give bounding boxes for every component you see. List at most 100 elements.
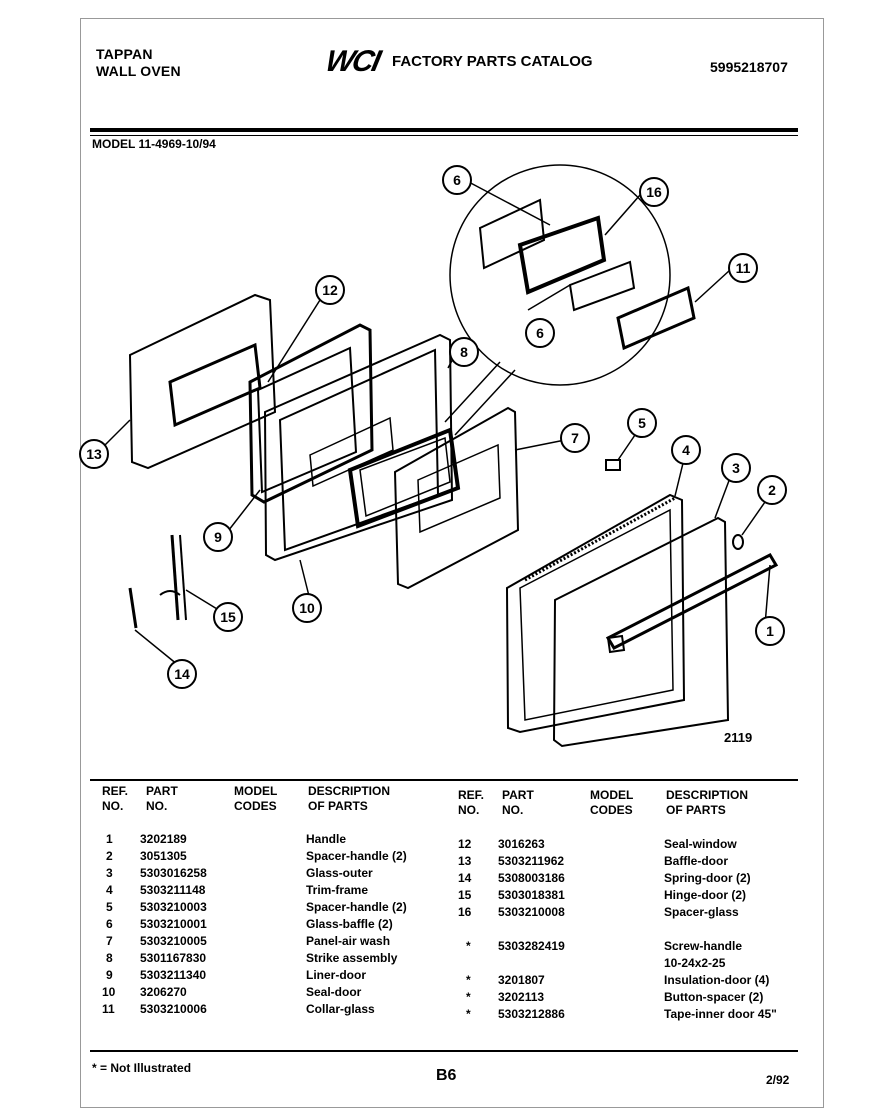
part-no: 5303018381 (498, 888, 565, 902)
part-no: 5303210008 (498, 905, 565, 919)
description: Hinge-door (2) (664, 888, 746, 902)
print-date: 2/92 (766, 1073, 790, 1087)
svg-text:3: 3 (732, 460, 740, 476)
glass-frame-stack (347, 427, 461, 529)
spacer-handle (732, 534, 744, 550)
callout-6b: 6 (525, 318, 555, 348)
description: 10-24x2-25 (664, 956, 726, 970)
ref-no: 7 (106, 934, 113, 948)
right-header-ref: REF. NO. (458, 788, 485, 817)
part-no: 5308003186 (498, 871, 565, 885)
svg-text:5: 5 (638, 415, 646, 431)
svg-text:11: 11 (736, 260, 751, 276)
glass-outer (552, 516, 730, 748)
ref-no: 3 (106, 866, 113, 880)
callout-14: 14 (167, 659, 197, 689)
description: Glass-baffle (2) (306, 917, 393, 931)
part-no: 3051305 (140, 849, 187, 863)
callout-2: 2 (757, 475, 787, 505)
description: Tape-inner door 45" (664, 1007, 777, 1021)
ref-no: 14 (458, 871, 472, 885)
spacer-handle-small (605, 459, 621, 471)
figure-number: 2119 (724, 730, 753, 745)
page-border (80, 18, 824, 1108)
ref-no: 6 (106, 917, 113, 931)
header-rule-thin (90, 135, 798, 136)
description: Handle (306, 832, 347, 846)
left-header-part: PART NO. (146, 784, 178, 813)
description: Strike assembly (306, 951, 398, 965)
right-header-desc: DESCRIPTION OF PARTS (666, 788, 749, 817)
ref-no: 13 (458, 854, 472, 868)
callout-11: 11 (728, 253, 758, 283)
part-no: 5303212886 (498, 1007, 565, 1021)
part-no: 5303211148 (140, 883, 206, 897)
part-no: 5303210001 (140, 917, 207, 931)
right-header-model: MODEL CODES (590, 788, 634, 817)
part-no: 5303210006 (140, 1002, 207, 1016)
callout-15: 15 (213, 602, 243, 632)
catalog-number: 5995218707 (710, 59, 788, 75)
detail-spacer-glass (517, 215, 607, 295)
ref-no: 15 (458, 888, 472, 902)
ref-no: * (466, 973, 471, 987)
baffle-door (128, 293, 277, 470)
ref-no: 10 (102, 985, 116, 999)
detail-magnifier-circle (449, 164, 671, 386)
part-no: 3201807 (498, 973, 545, 987)
trim-frame (505, 493, 686, 734)
callout-16: 16 (639, 177, 669, 207)
model-number: MODEL 11-4969-10/94 (92, 137, 216, 151)
svg-text:6: 6 (453, 172, 461, 188)
description: Panel-air wash (306, 934, 391, 948)
catalog-title: FACTORY PARTS CATALOG (392, 53, 593, 70)
callout-13: 13 (79, 439, 109, 469)
ref-no: 16 (458, 905, 472, 919)
callout-6a: 6 (442, 165, 472, 195)
svg-text:10: 10 (299, 600, 315, 616)
description: Glass-outer (306, 866, 373, 880)
svg-text:9: 9 (214, 529, 222, 545)
hinge-door (170, 534, 180, 621)
ref-no: 9 (106, 968, 113, 982)
ref-no: 4 (106, 883, 113, 897)
svg-text:16: 16 (646, 184, 662, 200)
brand-line-1: TAPPAN (96, 46, 153, 62)
ref-no: 5 (106, 900, 113, 914)
handle (605, 553, 779, 650)
svg-text:7: 7 (571, 430, 579, 446)
part-no: 5303211962 (498, 854, 565, 868)
liner-door (263, 333, 454, 562)
description: Button-spacer (2) (664, 990, 764, 1004)
callout-7: 7 (560, 423, 590, 453)
left-header-model: MODEL CODES (234, 784, 278, 813)
description: Spacer-handle (2) (306, 849, 407, 863)
svg-text:1: 1 (766, 623, 774, 639)
brand-line-2: WALL OVEN (96, 63, 181, 79)
page-code: B6 (436, 1067, 457, 1084)
description: Trim-frame (306, 883, 369, 897)
callout-12: 12 (315, 275, 345, 305)
ref-no: 11 (102, 1002, 115, 1016)
svg-text:12: 12 (322, 282, 338, 298)
left-header-desc: DESCRIPTION OF PARTS (308, 784, 391, 813)
description: Spacer-handle (2) (306, 900, 407, 914)
description: Seal-door (306, 985, 362, 999)
right-header-part: PART NO. (502, 788, 534, 817)
description: Screw-handle (664, 939, 743, 953)
description: Insulation-door (4) (664, 973, 770, 987)
ref-no: * (466, 939, 471, 953)
ref-no: * (466, 990, 471, 1004)
spring-door (128, 587, 138, 629)
description: Liner-door (306, 968, 366, 982)
part-no: 3016263 (498, 837, 545, 851)
svg-text:6: 6 (536, 325, 544, 341)
footnote: * = Not Illustrated (92, 1061, 192, 1075)
svg-text:14: 14 (174, 666, 190, 682)
seal-window (248, 323, 374, 504)
part-no: 5303016258 (140, 866, 207, 880)
description: Baffle-door (664, 854, 728, 868)
part-no: 5303210005 (140, 934, 207, 948)
description: Spacer-glass (664, 905, 739, 919)
